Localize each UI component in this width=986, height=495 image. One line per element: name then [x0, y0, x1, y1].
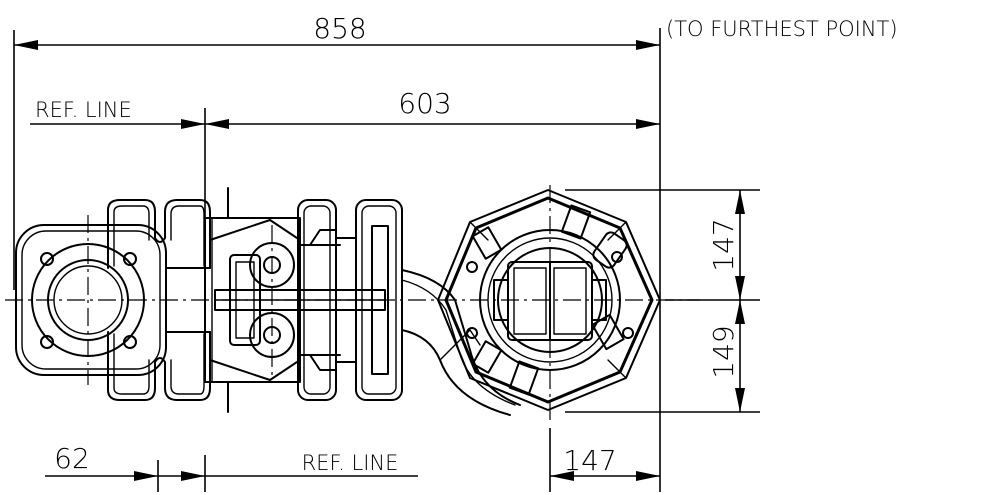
dim-overall-text: 858 [313, 12, 366, 45]
ref-line-top-label: REF. LINE [35, 98, 132, 122]
lower-arm-body [107, 187, 386, 413]
dim-149-right-text: 149 [707, 325, 740, 378]
dim-147-right-text: 147 [707, 218, 740, 271]
upper-arm [297, 199, 521, 416]
center-lines [5, 185, 700, 420]
robot-base [15, 224, 211, 376]
dimension-lines [13, 28, 760, 492]
ref-line-bottom-label: REF. LINE [302, 451, 399, 475]
wrist-assembly [437, 189, 661, 411]
dim-overall-note: (TO FURTHEST POINT) [666, 17, 898, 41]
dim-603-text: 603 [398, 87, 451, 120]
dim-62-text: 62 [54, 442, 90, 475]
